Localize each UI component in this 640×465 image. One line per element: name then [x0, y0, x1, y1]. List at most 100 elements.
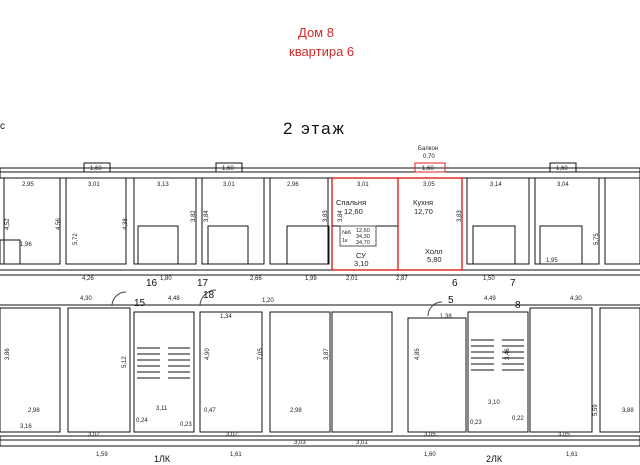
unit-number: 5: [448, 295, 454, 306]
room-block: [599, 307, 640, 433]
stair-label-1lk: 1ЛК: [154, 454, 171, 464]
bath: [137, 225, 179, 265]
unit-number: 7: [510, 278, 516, 289]
edge-letter: с: [0, 121, 5, 132]
legend-id: №6: [342, 230, 351, 236]
svg-text:3,05: 3,05: [424, 432, 436, 438]
room-block: [407, 317, 467, 433]
svg-text:3,82: 3,82: [191, 210, 197, 222]
room-block: [529, 307, 593, 433]
legend-rooms: 1к: [342, 238, 348, 244]
room-name-kitchen: Кухня: [413, 198, 433, 207]
room-area-bedroom: 12,60: [344, 207, 363, 216]
room-block: [201, 177, 265, 265]
room-block: [65, 177, 127, 265]
unit-number: 15: [134, 298, 146, 309]
svg-text:3,03: 3,03: [294, 440, 306, 446]
room-block: [604, 177, 640, 265]
svg-text:4,90: 4,90: [205, 348, 211, 360]
bath: [539, 225, 583, 265]
svg-text:4,30: 4,30: [570, 296, 582, 302]
legend-box-frame: [339, 225, 377, 247]
svg-text:1,60: 1,60: [556, 166, 568, 172]
balcony-3: [414, 162, 446, 173]
svg-text:1,80: 1,80: [160, 276, 172, 282]
svg-text:5,12: 5,12: [122, 356, 128, 368]
svg-text:3,05: 3,05: [558, 432, 570, 438]
svg-text:1,59: 1,59: [96, 452, 108, 458]
svg-text:2,98: 2,98: [290, 408, 302, 414]
room-area-wc: 3,10: [354, 259, 369, 268]
stair-2lk: [467, 311, 529, 433]
svg-text:3,83: 3,83: [457, 210, 463, 222]
svg-text:3,88: 3,88: [622, 408, 634, 414]
room-block: [331, 311, 393, 433]
svg-text:3,05: 3,05: [423, 182, 435, 188]
svg-text:3,01: 3,01: [223, 182, 235, 188]
svg-text:5,75: 5,75: [594, 233, 600, 245]
svg-text:0,22: 0,22: [512, 416, 524, 422]
legend-v2: 34,30: [356, 234, 370, 240]
svg-text:1,60: 1,60: [422, 166, 434, 172]
svg-text:3,84: 3,84: [204, 210, 210, 222]
svg-text:0,23: 0,23: [470, 420, 482, 426]
svg-text:4,38: 4,38: [123, 218, 129, 230]
room-block: [67, 307, 131, 433]
svg-text:4,48: 4,48: [168, 296, 180, 302]
svg-text:5,72: 5,72: [73, 233, 79, 245]
unit-number: 8: [515, 300, 521, 311]
svg-text:0,23: 0,23: [180, 422, 192, 428]
unit-number: 16: [146, 278, 158, 289]
bath: [0, 239, 21, 265]
svg-text:1,99: 1,99: [305, 276, 317, 282]
svg-text:4,52: 4,52: [5, 218, 11, 230]
svg-text:3,01: 3,01: [356, 440, 368, 446]
bath: [286, 225, 330, 265]
svg-text:1,20: 1,20: [262, 298, 274, 304]
bath: [472, 225, 516, 265]
svg-text:3,01: 3,01: [88, 182, 100, 188]
bath: [207, 225, 249, 265]
svg-text:7,05: 7,05: [258, 348, 264, 360]
room-block: [269, 177, 329, 265]
svg-text:1,95: 1,95: [546, 258, 558, 264]
room-block: [534, 177, 600, 265]
balcony-2: [215, 162, 243, 173]
svg-text:2,66: 2,66: [250, 276, 262, 282]
balcony-1: [83, 162, 111, 173]
header-house: Дом 8: [298, 25, 334, 40]
balcony-4: [549, 162, 577, 173]
svg-text:1,50: 1,50: [483, 276, 495, 282]
unit-number: 6: [452, 278, 458, 289]
stair-label-2lk: 2ЛК: [486, 454, 503, 464]
svg-text:1,60: 1,60: [424, 452, 436, 458]
svg-text:0,24: 0,24: [136, 418, 148, 424]
svg-text:3,46: 3,46: [505, 348, 511, 360]
svg-text:3,02: 3,02: [88, 432, 100, 438]
svg-text:0,47: 0,47: [204, 408, 216, 414]
svg-text:3,10: 3,10: [488, 400, 500, 406]
svg-text:3,83: 3,83: [323, 210, 329, 222]
svg-text:2,95: 2,95: [22, 182, 34, 188]
svg-text:4,49: 4,49: [484, 296, 496, 302]
svg-text:2,98: 2,98: [28, 408, 40, 414]
room-name-bedroom: Спальня: [336, 198, 366, 207]
room-block: [133, 177, 197, 265]
svg-text:3,14: 3,14: [490, 182, 502, 188]
room-area-hall: 5,80: [427, 255, 442, 264]
svg-text:3,86: 3,86: [5, 348, 11, 360]
header-apartment: квартира 6: [289, 44, 355, 59]
room-block: [269, 311, 331, 433]
svg-text:3,13: 3,13: [157, 182, 169, 188]
svg-text:3,87: 3,87: [324, 348, 330, 360]
svg-text:1,38: 1,38: [440, 314, 452, 320]
svg-text:1,61: 1,61: [566, 452, 578, 458]
room-block: [3, 177, 61, 265]
room-name-wc: СУ: [356, 251, 366, 260]
svg-text:2,96: 2,96: [287, 182, 299, 188]
svg-text:1,61: 1,61: [230, 452, 242, 458]
svg-text:2,01: 2,01: [346, 276, 358, 282]
outer-wall-bottom: [0, 435, 640, 447]
floor-title: 2 этаж: [283, 119, 346, 138]
